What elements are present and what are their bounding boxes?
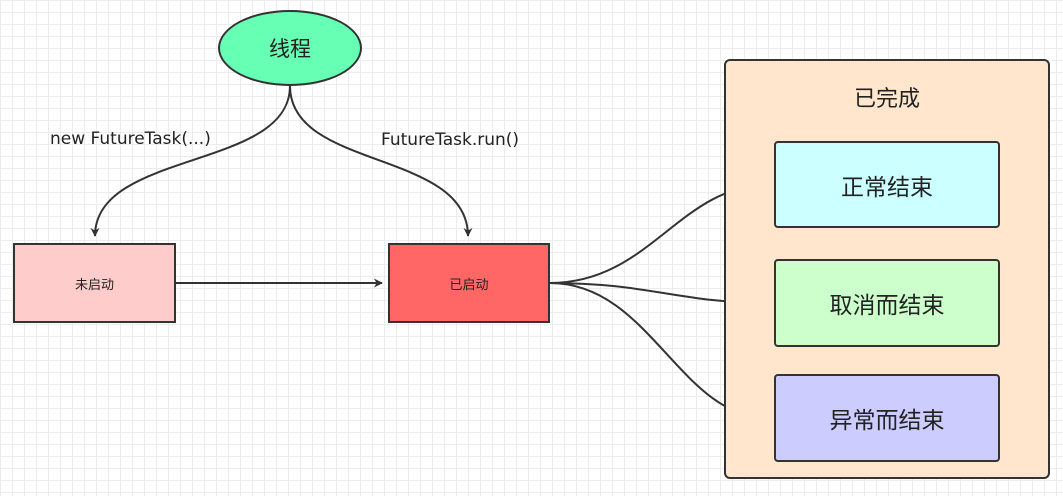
edge-label-new-futuretask: new FutureTask(...)	[50, 129, 211, 149]
node-not-started-label: 未启动	[74, 277, 114, 293]
node-exception-end[interactable]: 异常而结束	[774, 374, 1000, 462]
edge-label-futuretask-run: FutureTask.run()	[381, 130, 520, 150]
node-normal-end[interactable]: 正常结束	[774, 141, 1000, 228]
group-completed-label: 已完成	[853, 87, 920, 112]
node-started-label: 已启动	[449, 277, 489, 293]
node-thread-label: 线程	[269, 37, 311, 61]
edge-thread-to-not-started	[90, 85, 291, 237]
node-not-started[interactable]: 未启动	[13, 243, 176, 323]
edge-thread-to-started	[289, 85, 473, 237]
node-thread[interactable]: 线程	[218, 10, 362, 86]
node-exception-end-label: 异常而结束	[829, 408, 945, 434]
node-started[interactable]: 已启动	[388, 243, 550, 323]
node-cancel-end-label: 取消而结束	[829, 293, 945, 319]
node-cancel-end[interactable]: 取消而结束	[774, 259, 1000, 347]
node-normal-end-label: 正常结束	[841, 174, 933, 201]
